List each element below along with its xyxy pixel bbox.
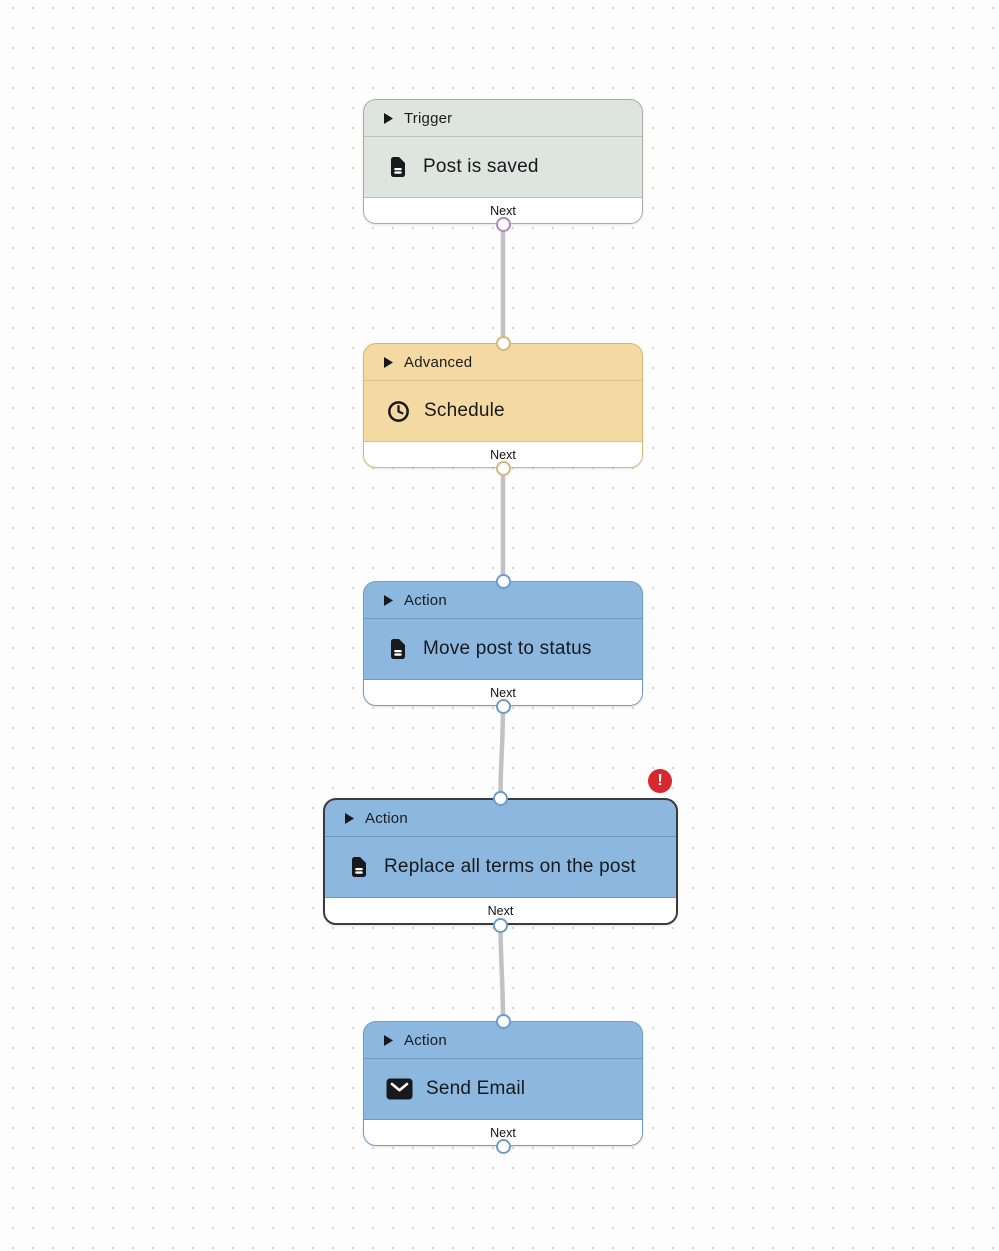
node-title: Post is saved (423, 156, 539, 177)
node-body: Move post to status (364, 619, 642, 680)
node-header: Advanced (364, 344, 642, 381)
expand-triangle-icon[interactable] (345, 812, 354, 824)
document-icon (347, 855, 371, 879)
expand-triangle-icon[interactable] (384, 112, 393, 124)
node-header: Trigger (364, 100, 642, 137)
node-title: Schedule (424, 400, 505, 421)
input-port[interactable] (493, 790, 508, 806)
output-port[interactable] (495, 460, 511, 476)
node-body: Post is saved (364, 137, 642, 198)
node-title: Replace all terms on the post (384, 856, 636, 877)
next-label: Next (490, 685, 516, 700)
clock-icon (386, 399, 411, 424)
document-icon (386, 155, 410, 179)
node-category-label: Advanced (404, 353, 473, 371)
node-category-label: Action (404, 1031, 447, 1049)
output-port[interactable] (493, 917, 508, 933)
node-box: Trigger Post is saved Next (363, 99, 643, 224)
node-box: Action Send Email Next (363, 1021, 643, 1146)
document-icon (386, 637, 410, 661)
node-category-label: Action (404, 591, 447, 609)
node-footer: Next (364, 680, 642, 705)
node-body: Schedule (364, 381, 642, 442)
output-port[interactable] (495, 216, 511, 232)
expand-triangle-icon[interactable] (384, 1034, 393, 1046)
node-body: Replace all terms on the post (325, 837, 676, 898)
input-port[interactable] (495, 1013, 511, 1029)
next-label: Next (487, 903, 514, 918)
node-box: Action Move post to status Next (363, 581, 643, 706)
next-label: Next (490, 1125, 516, 1140)
node-body: Send Email (364, 1059, 642, 1120)
node-header: Action (364, 1022, 642, 1059)
input-port[interactable] (495, 573, 511, 589)
node-box: Advanced Schedule Next (363, 343, 643, 468)
envelope-icon (386, 1078, 413, 1100)
node-title: Move post to status (423, 638, 592, 659)
node-advanced-schedule[interactable]: Advanced Schedule Next (363, 335, 643, 476)
node-category-label: Trigger (404, 109, 453, 127)
node-action-replace-all-terms[interactable]: Action Replace all terms on the post Nex… (323, 769, 678, 933)
expand-triangle-icon[interactable] (384, 594, 393, 606)
connector-line (498, 921, 506, 1022)
node-header: Action (325, 800, 676, 837)
next-label: Next (490, 203, 516, 218)
node-action-send-email[interactable]: Action Send Email Next (363, 1013, 643, 1154)
node-action-move-post-to-status[interactable]: Action Move post to status Next (363, 573, 643, 714)
output-port[interactable] (495, 698, 511, 714)
node-category-label: Action (365, 809, 408, 827)
output-port[interactable] (495, 1138, 511, 1154)
input-port[interactable] (495, 335, 511, 351)
connector-line (498, 704, 506, 799)
node-box: Action Replace all terms on the post Nex… (323, 798, 678, 925)
node-header: Action (364, 582, 642, 619)
node-title: Send Email (426, 1078, 526, 1099)
error-icon[interactable]: ! (648, 769, 672, 793)
node-trigger-post-is-saved[interactable]: Trigger Post is saved Next (363, 99, 643, 232)
expand-triangle-icon[interactable] (384, 356, 393, 368)
next-label: Next (490, 447, 516, 462)
